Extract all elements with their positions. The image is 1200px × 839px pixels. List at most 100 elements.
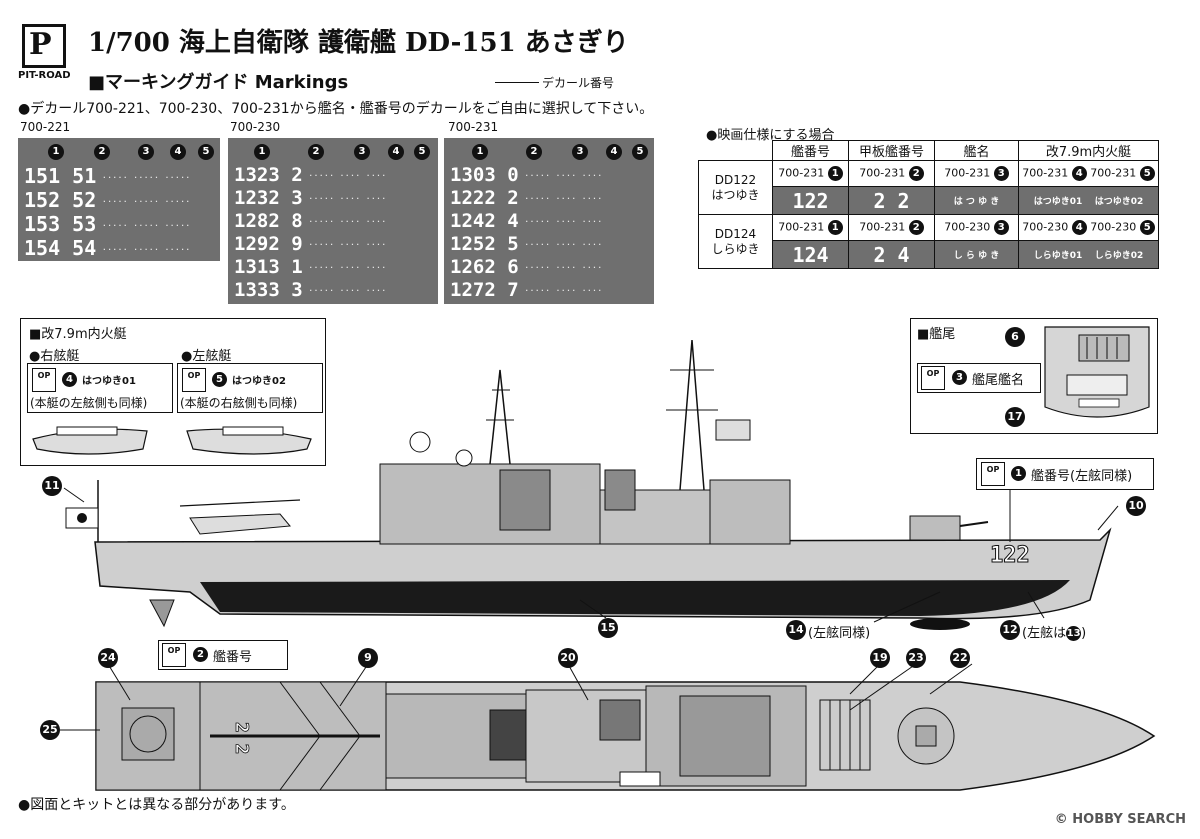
- code-cell: 700-231 2: [848, 160, 935, 187]
- callout-23: 23: [906, 648, 926, 668]
- decal-row: 1272 7····· ···· ····: [450, 279, 603, 301]
- caption-12: (左舷は13): [1022, 626, 1087, 641]
- boat-num: 4: [62, 372, 77, 387]
- boat-decal: しらゆき01 しらゆき02: [1018, 240, 1159, 269]
- col-num: 3: [138, 144, 154, 160]
- decal-row: 1252 5····· ···· ····: [450, 233, 603, 255]
- logo-caption: PIT-ROAD: [18, 70, 71, 81]
- callout-10: 10: [1126, 496, 1146, 516]
- deck-num-circle: 2: [193, 647, 208, 662]
- caption-14: (左舷同様): [808, 626, 871, 641]
- hull-decal: 122: [772, 186, 849, 215]
- footer-note: ●図面とキットとは異なる部分があります。: [18, 797, 295, 813]
- code-cell: 700-231 1: [772, 214, 849, 241]
- sheet-label-231: 700-231: [448, 120, 499, 134]
- code-cell: 700-230 3: [934, 214, 1019, 241]
- stern-decal-box: OP 3 艦尾艦名: [917, 363, 1041, 393]
- col-num: 1: [472, 144, 488, 160]
- col-num: 5: [414, 144, 430, 160]
- legend-text: デカール番号: [542, 76, 615, 90]
- stern-drawing: [1044, 326, 1150, 418]
- boat-note: (本艇の左舷側も同様): [30, 396, 148, 410]
- decal-sheet-231: 1 2 3 4 5 1303 0····· ···· ···· 1222 2··…: [444, 138, 654, 304]
- hull-number-label-box: OP 1 艦番号(左舷同様): [976, 458, 1154, 490]
- callout-25: 25: [40, 720, 60, 740]
- boat-note: (本艇の右舷側も同様): [180, 396, 298, 410]
- name-decal: は つ ゆ き: [934, 186, 1019, 215]
- decal-sheet-221: 1 2 3 4 5 151 51····· ····· ····· 152 52…: [18, 138, 220, 261]
- decal-row: 1232 3····· ···· ····: [234, 187, 387, 209]
- callout-24: 24: [98, 648, 118, 668]
- boat-decal-text: はつゆき02: [232, 376, 286, 387]
- col-num: 5: [198, 144, 214, 160]
- stern-num: 3: [952, 370, 967, 385]
- ship-top-view: 2 2: [60, 663, 1156, 791]
- hull-num-label: 艦番号(左舷同様): [1031, 469, 1133, 484]
- ship-side-profile: 122: [63, 339, 1119, 630]
- op-icon: OP: [921, 366, 945, 390]
- callout-19: 19: [870, 648, 890, 668]
- sheet-label-230: 700-230: [230, 120, 281, 134]
- code-cell: 700-231 2: [848, 214, 935, 241]
- decal-row: 154 54····· ····· ·····: [24, 236, 191, 260]
- hull-decal: 124: [772, 240, 849, 269]
- code-cell: 700-231 1: [772, 160, 849, 187]
- callout-20: 20: [558, 648, 578, 668]
- col-num: 1: [254, 144, 270, 160]
- boats-title: ■改7.9m内火艇: [29, 327, 127, 342]
- decal-row: 1303 0····· ···· ····: [450, 164, 603, 186]
- right-boat-label: ●右舷艇: [29, 349, 80, 364]
- callout-6: 6: [1005, 327, 1025, 347]
- col-num: 5: [632, 144, 648, 160]
- deck-number-text: 2 2: [231, 722, 252, 755]
- decal-row: 1313 1····· ···· ····: [234, 256, 387, 278]
- code-cell: 700-230 4 700-230 5: [1018, 214, 1159, 241]
- instruction-text: ●デカール700-221、700-230、700-231から艦名・艦番号のデカー…: [18, 101, 654, 117]
- decal-row: 153 53····· ····· ·····: [24, 212, 191, 236]
- th-hull: 艦番号: [772, 140, 849, 161]
- hull-num-circle: 1: [1011, 466, 1026, 481]
- code-cell: 700-231 4 700-231 5: [1018, 160, 1159, 187]
- col-num: 4: [606, 144, 622, 160]
- deck-num-label: 艦番号: [213, 650, 253, 665]
- sheet-label-221: 700-221: [20, 120, 71, 134]
- code-cell: 700-231 3: [934, 160, 1019, 187]
- stern-label: 艦尾艦名: [972, 373, 1025, 388]
- pit-road-logo: P: [22, 24, 66, 68]
- th-deck: 甲板艦番号: [848, 140, 935, 161]
- col-num: 2: [526, 144, 542, 160]
- decal-row: 1222 2····· ···· ····: [450, 187, 603, 209]
- left-boat-decal-box: OP 5 はつゆき02 (本艇の右舷側も同様): [177, 363, 323, 413]
- decal-row: 1262 6····· ···· ····: [450, 256, 603, 278]
- legend-line: [495, 82, 539, 83]
- decal-row: 151 51····· ····· ·····: [24, 164, 191, 188]
- name-decal: し ら ゆ き: [934, 240, 1019, 269]
- col-num: 2: [94, 144, 110, 160]
- op-icon: OP: [32, 368, 56, 392]
- callout-22: 22: [950, 648, 970, 668]
- col-num: 1: [48, 144, 64, 160]
- col-num: 4: [388, 144, 404, 160]
- decal-sheet-230: 1 2 3 4 5 1323 2····· ···· ···· 1232 3··…: [228, 138, 438, 304]
- boat-decal: はつゆき01 はつゆき02: [1018, 186, 1159, 215]
- boats-panel: ■改7.9m内火艇 ●右舷艇 ●左舷艇 OP 4 はつゆき01 (本艇の左舷側も…: [20, 318, 326, 466]
- callout-14: 14: [786, 620, 806, 640]
- col-num: 3: [354, 144, 370, 160]
- th-name: 艦名: [934, 140, 1019, 161]
- corner-cell: [698, 140, 773, 161]
- watermark: © HOBBY SEARCH: [1054, 812, 1186, 827]
- col-num: 2: [308, 144, 324, 160]
- op-icon: OP: [182, 368, 206, 392]
- col-num: 4: [170, 144, 186, 160]
- right-boat-decal-box: OP 4 はつゆき01 (本艇の左舷側も同様): [27, 363, 173, 413]
- th-boat: 改7.9m内火艇: [1018, 140, 1159, 161]
- left-boat-label: ●左舷艇: [181, 349, 232, 364]
- deck-decal: 2 4: [848, 240, 935, 269]
- callout-12: 12: [1000, 620, 1020, 640]
- callout-11: 11: [42, 476, 62, 496]
- op-icon: OP: [162, 643, 186, 667]
- decal-row: 1323 2····· ···· ····: [234, 164, 387, 186]
